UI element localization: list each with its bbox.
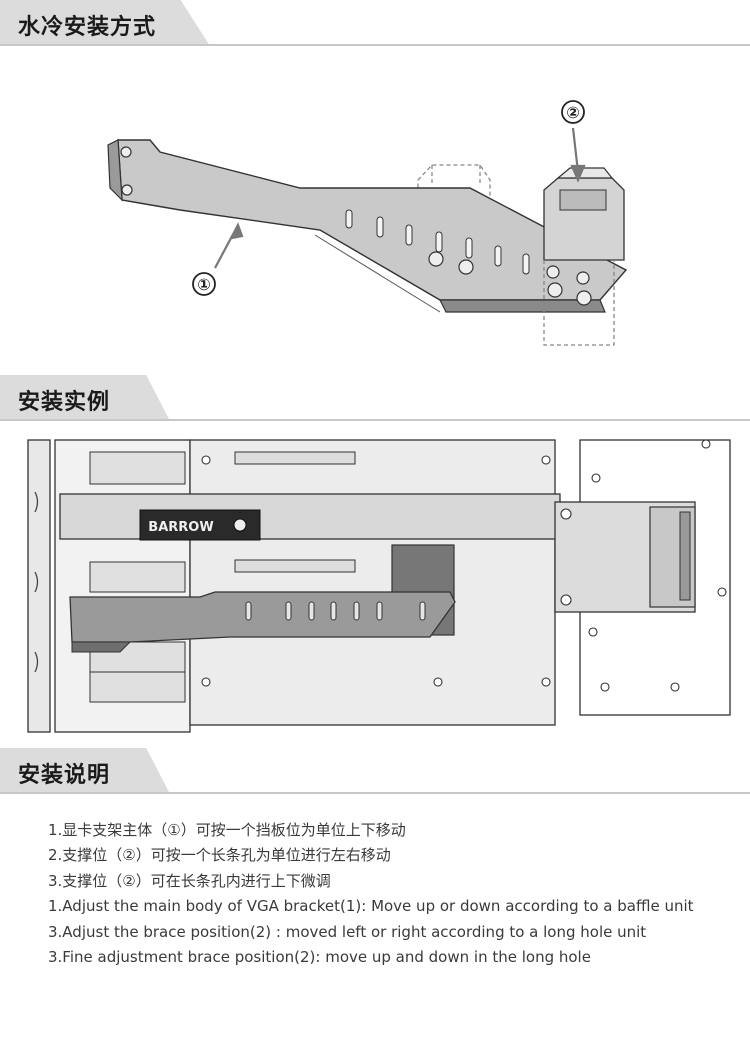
callout-1-label: ① [197, 275, 211, 294]
pci-covers [89, 451, 186, 703]
section-header-install-instructions: 安装说明 [0, 748, 750, 794]
instruction-item: 1.显卡支架主体（①）可按一个挡板位为单位上下移动 [48, 821, 406, 839]
bracket-diagram: ① ② [107, 100, 628, 346]
installation-example-illustration: BARROW [27, 439, 731, 733]
header-divider [0, 419, 750, 421]
support-block [543, 167, 625, 346]
pcie-slot [234, 451, 356, 465]
section-title: 安装说明 [18, 763, 111, 788]
motherboard-panel [189, 439, 556, 726]
instructions-list: 1.显卡支架主体（①）可按一个挡板位为单位上下移动 2.支撑位（②）可按一个长条… [48, 818, 728, 970]
bracket-slots [245, 601, 426, 621]
section-header-install-example: 安装实例 [0, 375, 750, 421]
callout-arrows [214, 127, 586, 269]
screws [120, 146, 592, 306]
header-divider [0, 44, 750, 46]
brand-plate: BARROW [139, 509, 261, 541]
brand-label: BARROW [148, 520, 213, 535]
instruction-item: 2.支撑位（②）可按一个长条孔为单位进行左右移动 [48, 846, 391, 865]
section-title: 水冷安装方式 [18, 15, 157, 40]
header-tab [0, 0, 210, 46]
header-tab [0, 748, 170, 794]
pcie-slot [234, 559, 356, 573]
section-title: 安装实例 [18, 390, 111, 415]
callout-2: ② [561, 100, 585, 124]
header-tab [0, 375, 170, 421]
callout-2-label: ② [566, 103, 580, 122]
header-divider [0, 792, 750, 794]
mounting-holes [201, 439, 727, 692]
callout-1: ① [192, 272, 216, 296]
instruction-item: 3.支撑位（②）可在长条孔内进行上下微调 [48, 871, 331, 890]
slot-holes [345, 209, 530, 275]
instruction-item: 3.Adjust the brace position(2) : moved l… [48, 922, 647, 941]
instruction-item: 3.Fine adjustment brace position(2): mov… [48, 948, 591, 967]
instruction-item: 1.Adjust the main body of VGA bracket(1)… [48, 897, 694, 916]
section-header-install-method: 水冷安装方式 [0, 0, 750, 46]
